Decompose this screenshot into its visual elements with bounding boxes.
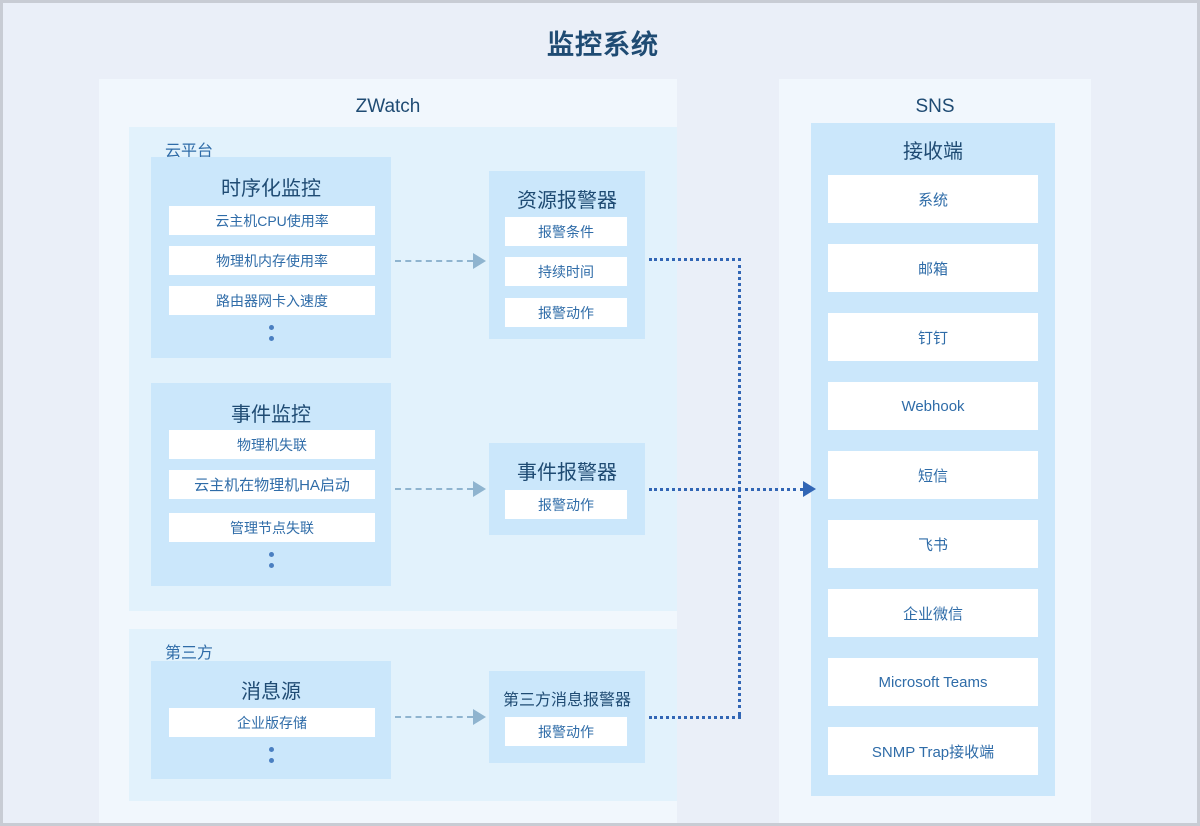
ellipsis-icon [151, 552, 391, 574]
list-item[interactable]: Microsoft Teams [828, 658, 1038, 706]
list-item[interactable]: 报警条件 [505, 217, 627, 246]
list-item[interactable]: 飞书 [828, 520, 1038, 568]
card-third-party-alarm-title: 第三方消息报警器 [502, 692, 631, 709]
list-item[interactable]: 云主机CPU使用率 [169, 206, 375, 235]
connector-third-party-alarm-to-sns [649, 716, 741, 719]
connector-event-monitor-to-event-alarm [395, 488, 473, 490]
list-item[interactable]: 报警动作 [505, 717, 627, 746]
list-item[interactable]: 系统 [828, 175, 1038, 223]
connector-timeseries-to-resource-alarm [395, 260, 473, 262]
card-message-source-title: 消息源 [241, 681, 301, 703]
list-item[interactable]: 报警动作 [505, 490, 627, 519]
connector-bus-to-sns [738, 488, 803, 491]
page-title: 监控系统 [547, 30, 659, 60]
panel-sns-title: SNS [915, 96, 955, 117]
list-item[interactable]: 企业版存储 [169, 708, 375, 737]
card-timeseries-monitor-title: 时序化监控 [221, 178, 321, 200]
arrow-head-icon [803, 481, 816, 497]
arrow-head-icon [473, 709, 486, 725]
group-third-party-label: 第三方 [165, 645, 214, 662]
list-item[interactable]: 持续时间 [505, 257, 627, 286]
arrow-head-icon [473, 253, 486, 269]
card-resource-alarm-title: 资源报警器 [517, 190, 617, 212]
list-item[interactable]: 短信 [828, 451, 1038, 499]
list-item[interactable]: 报警动作 [505, 298, 627, 327]
panel-zwatch-title: ZWatch [355, 96, 421, 117]
connector-message-source-to-third-party-alarm [395, 716, 473, 718]
card-event-alarm: 事件报警器 [489, 443, 645, 535]
list-item[interactable]: SNMP Trap接收端 [828, 727, 1038, 775]
card-receiver-title: 接收端 [903, 141, 963, 163]
connector-resource-alarm-to-sns [649, 258, 741, 261]
ellipsis-icon [151, 325, 391, 347]
ellipsis-icon [151, 747, 391, 769]
connector-bus-vertical-upper [738, 258, 741, 490]
group-cloud-platform-label: 云平台 [165, 143, 214, 160]
connector-event-alarm-to-sns [649, 488, 741, 491]
arrow-head-icon [473, 481, 486, 497]
list-item[interactable]: 钉钉 [828, 313, 1038, 361]
list-item[interactable]: 云主机在物理机HA启动 [169, 470, 375, 499]
list-item[interactable]: 路由器网卡入速度 [169, 286, 375, 315]
list-item[interactable]: 企业微信 [828, 589, 1038, 637]
list-item[interactable]: 邮箱 [828, 244, 1038, 292]
connector-bus-vertical-lower [738, 488, 741, 716]
card-event-alarm-title: 事件报警器 [517, 462, 617, 484]
card-event-monitor-title: 事件监控 [231, 404, 311, 426]
list-item[interactable]: 管理节点失联 [169, 513, 375, 542]
list-item[interactable]: 物理机失联 [169, 430, 375, 459]
list-item[interactable]: 物理机内存使用率 [169, 246, 375, 275]
list-item[interactable]: Webhook [828, 382, 1038, 430]
